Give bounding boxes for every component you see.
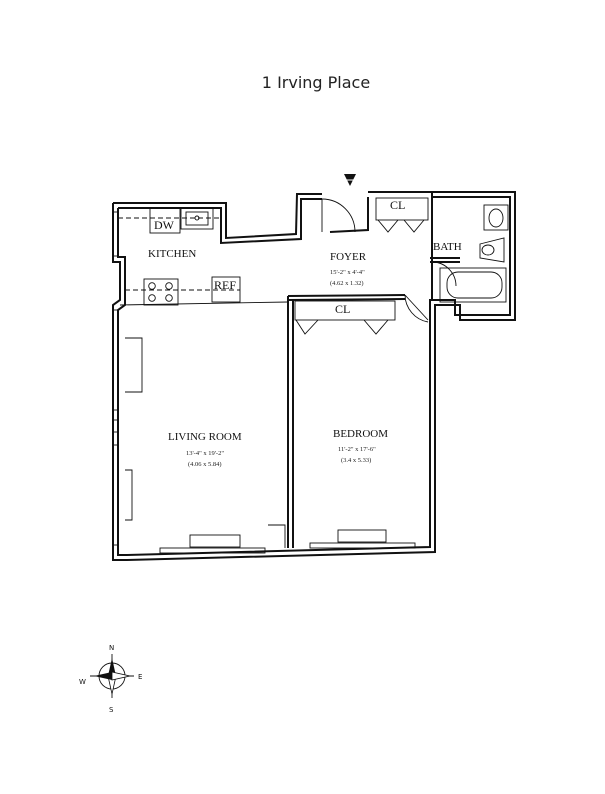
kitchen-counter-top: [118, 207, 221, 234]
dishwasher-label: DW: [154, 218, 175, 232]
foyer-label: FOYER: [330, 251, 367, 263]
bedroom-label: BEDROOM: [333, 428, 388, 440]
left-windows: [112, 211, 143, 546]
compass-west: W: [79, 678, 86, 686]
bedroom-closet: [294, 300, 396, 335]
compass-north: N: [109, 644, 114, 652]
bath-label: BATH: [433, 241, 462, 253]
foyer-dimensions-m: (4.62 x 1.32): [330, 280, 364, 287]
bottom-windows: [159, 524, 416, 554]
bedroom-door: [404, 294, 429, 323]
entry-arrow-icon: [344, 174, 356, 186]
refrigerator-label: REF: [214, 278, 236, 292]
kitchen-counter-bottom: [125, 276, 241, 306]
bedroom-dimensions-m: (3.4 x 5.33): [341, 457, 371, 464]
entry-closet-label: CL: [390, 198, 405, 212]
plan-title: 1 Irving Place: [261, 73, 371, 92]
compass-rose-icon: [90, 654, 134, 698]
foyer-dimensions-ft: 15'-2" x 4'-4": [330, 269, 365, 276]
bedroom-closet-label: CL: [335, 302, 350, 316]
compass-east: E: [138, 673, 142, 681]
living-room-label: LIVING ROOM: [168, 431, 242, 443]
bedroom-dimensions-ft: 11'-2" x 17'-6": [338, 446, 376, 453]
living-room-dimensions-ft: 13'-4" x 19'-2": [186, 450, 224, 457]
entry-door: [321, 198, 356, 233]
kitchen-label: KITCHEN: [148, 248, 196, 260]
living-room-dimensions-m: (4.06 x 5.84): [188, 461, 222, 468]
entry-closet: [375, 197, 429, 233]
interior-walls: [119, 257, 460, 548]
compass-south: S: [109, 706, 114, 714]
bath-fixtures: [431, 204, 509, 303]
